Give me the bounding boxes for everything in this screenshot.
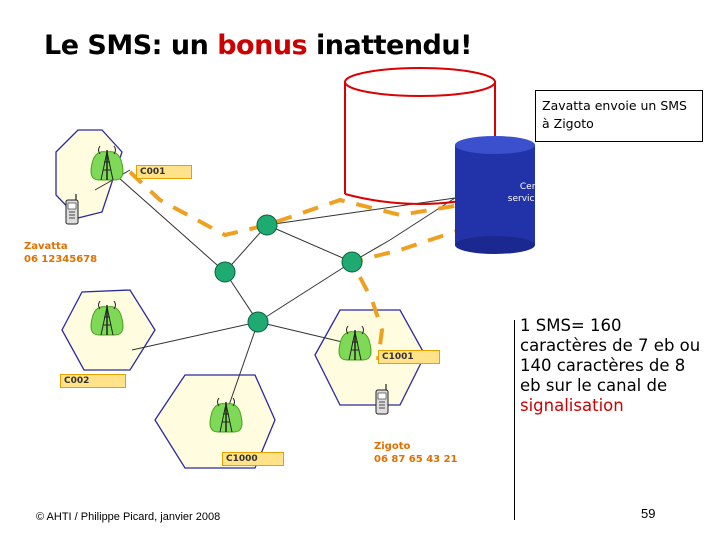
user-zigoto-name: Zigoto: [374, 441, 411, 452]
user-zigoto: Zigoto 06 87 65 43 21: [374, 440, 458, 466]
title-highlight: bonus: [217, 30, 308, 61]
switch-node: [247, 311, 269, 333]
cell-label-c002: C002: [60, 374, 126, 388]
footer-credit: © AHTI / Philippe Picard, janvier 2008: [36, 511, 221, 523]
callout-box: Zavatta envoie un SMS à Zigoto: [535, 90, 703, 142]
switch-node: [341, 251, 363, 273]
sms-note-highlight: signalisation: [520, 396, 624, 415]
cell-label-c1000: C1000: [222, 452, 284, 466]
switch-node: [214, 261, 236, 283]
callout-line1: Zavatta envoie un SMS: [542, 98, 687, 113]
page-title: Le SMS: un bonus inattendu!: [44, 30, 472, 61]
user-zigoto-number: 06 87 65 43 21: [374, 454, 458, 465]
callout-line2: à Zigoto: [542, 116, 594, 131]
sms-center-label: Centre de service de SMS: [500, 181, 584, 205]
page-number: 59: [641, 506, 656, 521]
sms-center-cylinder: [455, 136, 535, 254]
user-zavatta: Zavatta 06 12345678: [24, 240, 97, 266]
user-zavatta-name: Zavatta: [24, 241, 68, 252]
title-part2: inattendu!: [307, 30, 472, 61]
sms-route: [128, 170, 521, 361]
sms-note: 1 SMS= 160 caractères de 7 eb ou 140 car…: [520, 316, 710, 416]
title-part1: Le SMS: un: [44, 30, 218, 61]
sms-note-text: 1 SMS= 160 caractères de 7 eb ou 140 car…: [520, 316, 701, 395]
cell-label-c1001: C1001: [378, 350, 440, 364]
sms-center-line2: service de SMS: [507, 194, 577, 204]
switch-node: [256, 214, 278, 236]
separator-line: [514, 320, 515, 520]
cell-label-c001: C001: [136, 165, 192, 179]
switch-nodes: [214, 214, 363, 333]
user-zavatta-number: 06 12345678: [24, 254, 98, 265]
sms-center-line1: Centre de: [519, 182, 565, 192]
